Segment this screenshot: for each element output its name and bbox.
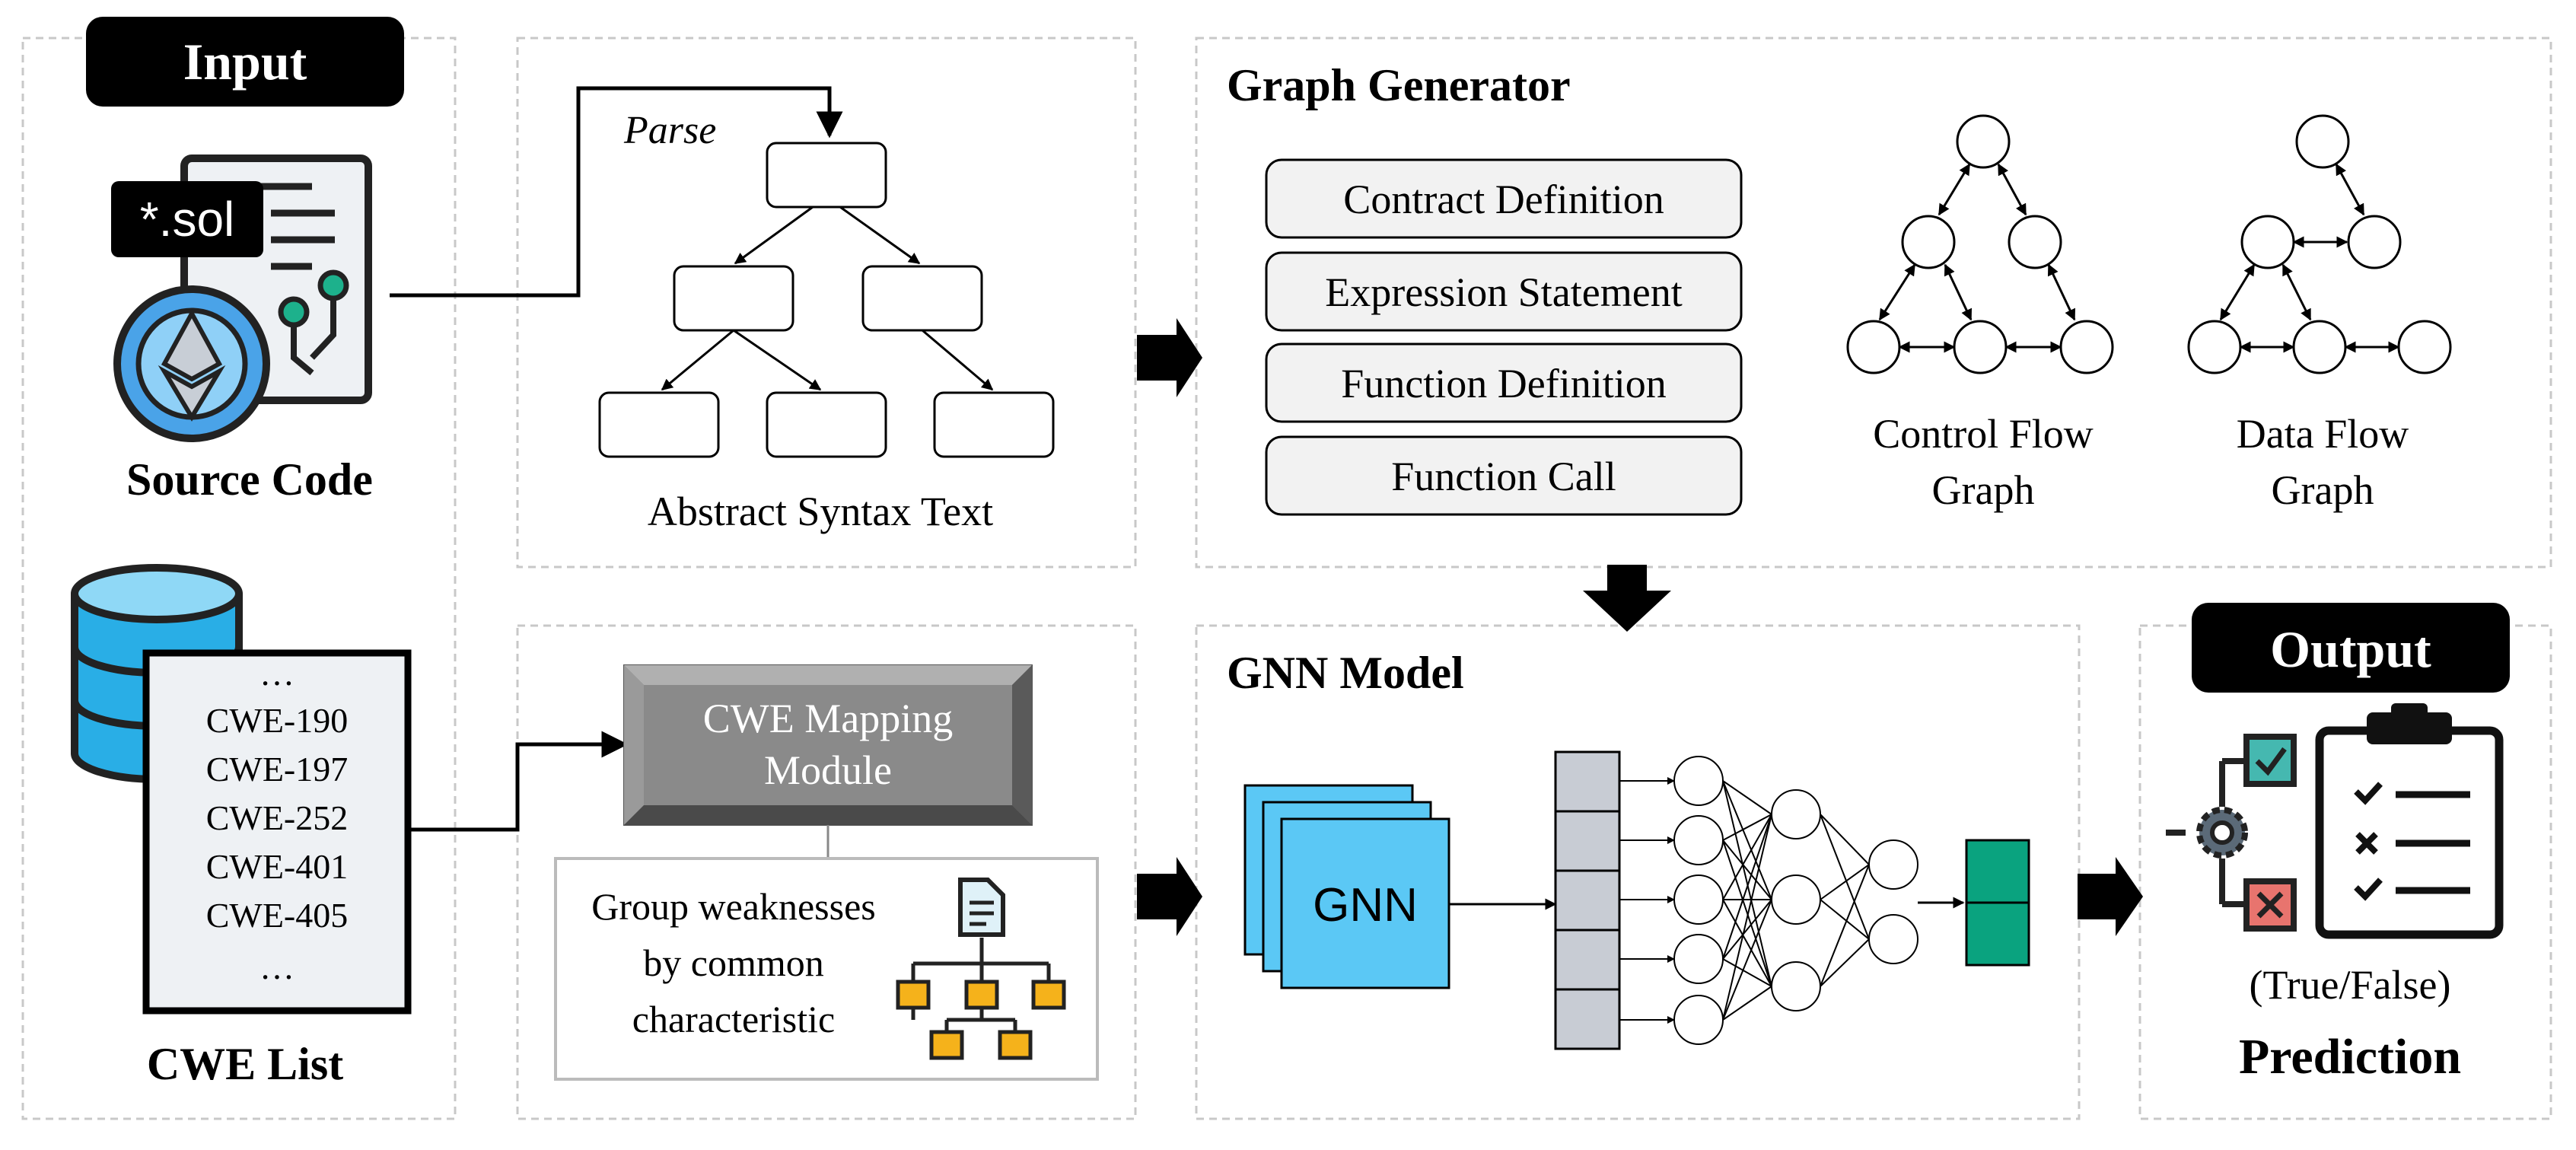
dfg-label-line1: Data Flow bbox=[2237, 411, 2409, 457]
cwe-item: … bbox=[260, 948, 295, 986]
check-icon bbox=[2243, 734, 2297, 787]
node-type-box bbox=[1265, 251, 1743, 332]
mlp-node bbox=[1868, 839, 1918, 890]
ast-node bbox=[861, 265, 983, 332]
mlp-node bbox=[1673, 756, 1724, 806]
cwe-list-label: CWE List bbox=[147, 1039, 343, 1089]
mlp-node bbox=[1868, 914, 1918, 964]
graph-node bbox=[2347, 215, 2402, 269]
grouping-text-line1: Group weaknesses bbox=[591, 885, 876, 928]
graph-node bbox=[1846, 320, 1901, 374]
mlp-node bbox=[1771, 961, 1821, 1011]
grouping-text-line3: characteristic bbox=[632, 998, 835, 1040]
feature-vector bbox=[1554, 750, 1621, 1050]
ast-node bbox=[673, 265, 794, 332]
mlp-node bbox=[1771, 874, 1821, 925]
node-type-box bbox=[1265, 158, 1743, 239]
node-type-label: Function Call bbox=[1391, 454, 1616, 499]
prediction-result: (True/False) bbox=[2250, 962, 2451, 1008]
flow-arrow-down bbox=[1583, 565, 1671, 632]
graph-node bbox=[1901, 215, 1956, 269]
parse-panel bbox=[516, 37, 1137, 569]
output-badge bbox=[2192, 603, 2510, 693]
graph-node bbox=[2059, 320, 2114, 374]
graph-node bbox=[2295, 114, 2350, 169]
ast-label: Abstract Syntax Text bbox=[648, 489, 993, 534]
cwe-list-items: … CWE-190 CWE-197 CWE-252 CWE-401 CWE-40… bbox=[206, 654, 349, 986]
graph-node bbox=[2008, 215, 2062, 269]
cwe-list-box bbox=[142, 649, 412, 1015]
node-type-box bbox=[1265, 342, 1743, 423]
file-extension-tag bbox=[111, 181, 263, 257]
input-panel bbox=[21, 37, 457, 1120]
clipboard-icon bbox=[2315, 703, 2504, 939]
mlp-node bbox=[1673, 995, 1724, 1045]
node-type-box bbox=[1265, 435, 1743, 516]
cross-icon bbox=[2243, 878, 2297, 932]
flow-arrow-3 bbox=[2078, 857, 2143, 936]
parse-label: Parse bbox=[623, 109, 716, 152]
file-extension-label: *.sol bbox=[140, 192, 235, 247]
dfg-label-line2: Graph bbox=[2272, 467, 2374, 513]
cwe-item: CWE-190 bbox=[206, 701, 349, 740]
mlp-node bbox=[1673, 934, 1724, 984]
graph-node bbox=[1956, 114, 2011, 169]
node-type-label: Contract Definition bbox=[1343, 177, 1664, 222]
cwe-item: CWE-401 bbox=[206, 847, 349, 886]
flow-arrow-2 bbox=[1137, 857, 1202, 936]
cwe-mapping-label-line2: Module bbox=[764, 747, 892, 793]
flow-arrow-1 bbox=[1137, 318, 1202, 397]
ast-tree bbox=[598, 142, 1055, 458]
cwe-connector bbox=[411, 731, 629, 832]
parse-connector bbox=[390, 86, 843, 298]
gnn-panel bbox=[1195, 624, 2081, 1120]
mlp-node bbox=[1673, 874, 1724, 925]
cwe-item: CWE-405 bbox=[206, 896, 349, 935]
gear-icon bbox=[2166, 758, 2248, 907]
source-code-label: Source Code bbox=[126, 454, 373, 505]
node-type-label: Expression Statement bbox=[1325, 269, 1682, 315]
cfg-label-line2: Graph bbox=[1932, 467, 2035, 513]
cwe-mapping-module bbox=[623, 664, 1033, 826]
prediction-label: Prediction bbox=[2239, 1029, 2461, 1085]
graph-node bbox=[2397, 320, 2452, 374]
input-badge-label: Input bbox=[183, 33, 307, 91]
cwe-mapping-label-line1: CWE Mapping bbox=[703, 696, 953, 741]
mlp-node bbox=[1771, 789, 1821, 839]
input-badge bbox=[86, 17, 404, 107]
ast-node bbox=[598, 391, 720, 458]
node-type-label: Function Definition bbox=[1341, 361, 1666, 406]
output-vector bbox=[1965, 839, 2030, 967]
cwe-item: … bbox=[260, 654, 295, 693]
control-flow-graph bbox=[1846, 114, 2114, 374]
grouping-text-line2: by common bbox=[643, 941, 823, 984]
data-flow-graph bbox=[2187, 114, 2452, 374]
ast-node bbox=[766, 142, 887, 209]
gnn-block-label: GNN bbox=[1313, 879, 1418, 932]
mlp-network bbox=[1619, 756, 1965, 1045]
cwe-item: CWE-197 bbox=[206, 750, 349, 788]
graph-node bbox=[1953, 320, 2008, 374]
mlp-node bbox=[1673, 815, 1724, 865]
node-type-list bbox=[1265, 158, 1743, 516]
graph-generator-title: Graph Generator bbox=[1227, 60, 1571, 110]
ast-node bbox=[766, 391, 887, 458]
org-chart-icon bbox=[896, 938, 1066, 1060]
graph-node bbox=[2292, 320, 2347, 374]
cwe-item: CWE-252 bbox=[206, 798, 349, 837]
gnn-block bbox=[1243, 784, 1450, 989]
ast-node bbox=[933, 391, 1055, 458]
graph-node bbox=[2240, 215, 2295, 269]
gnn-title: GNN Model bbox=[1227, 648, 1464, 698]
graph-node bbox=[2187, 320, 2242, 374]
output-badge-label: Output bbox=[2270, 620, 2431, 678]
document-icon bbox=[958, 878, 1005, 937]
cfg-label-line1: Control Flow bbox=[1873, 411, 2094, 457]
graph-generator-panel bbox=[1195, 37, 2552, 569]
